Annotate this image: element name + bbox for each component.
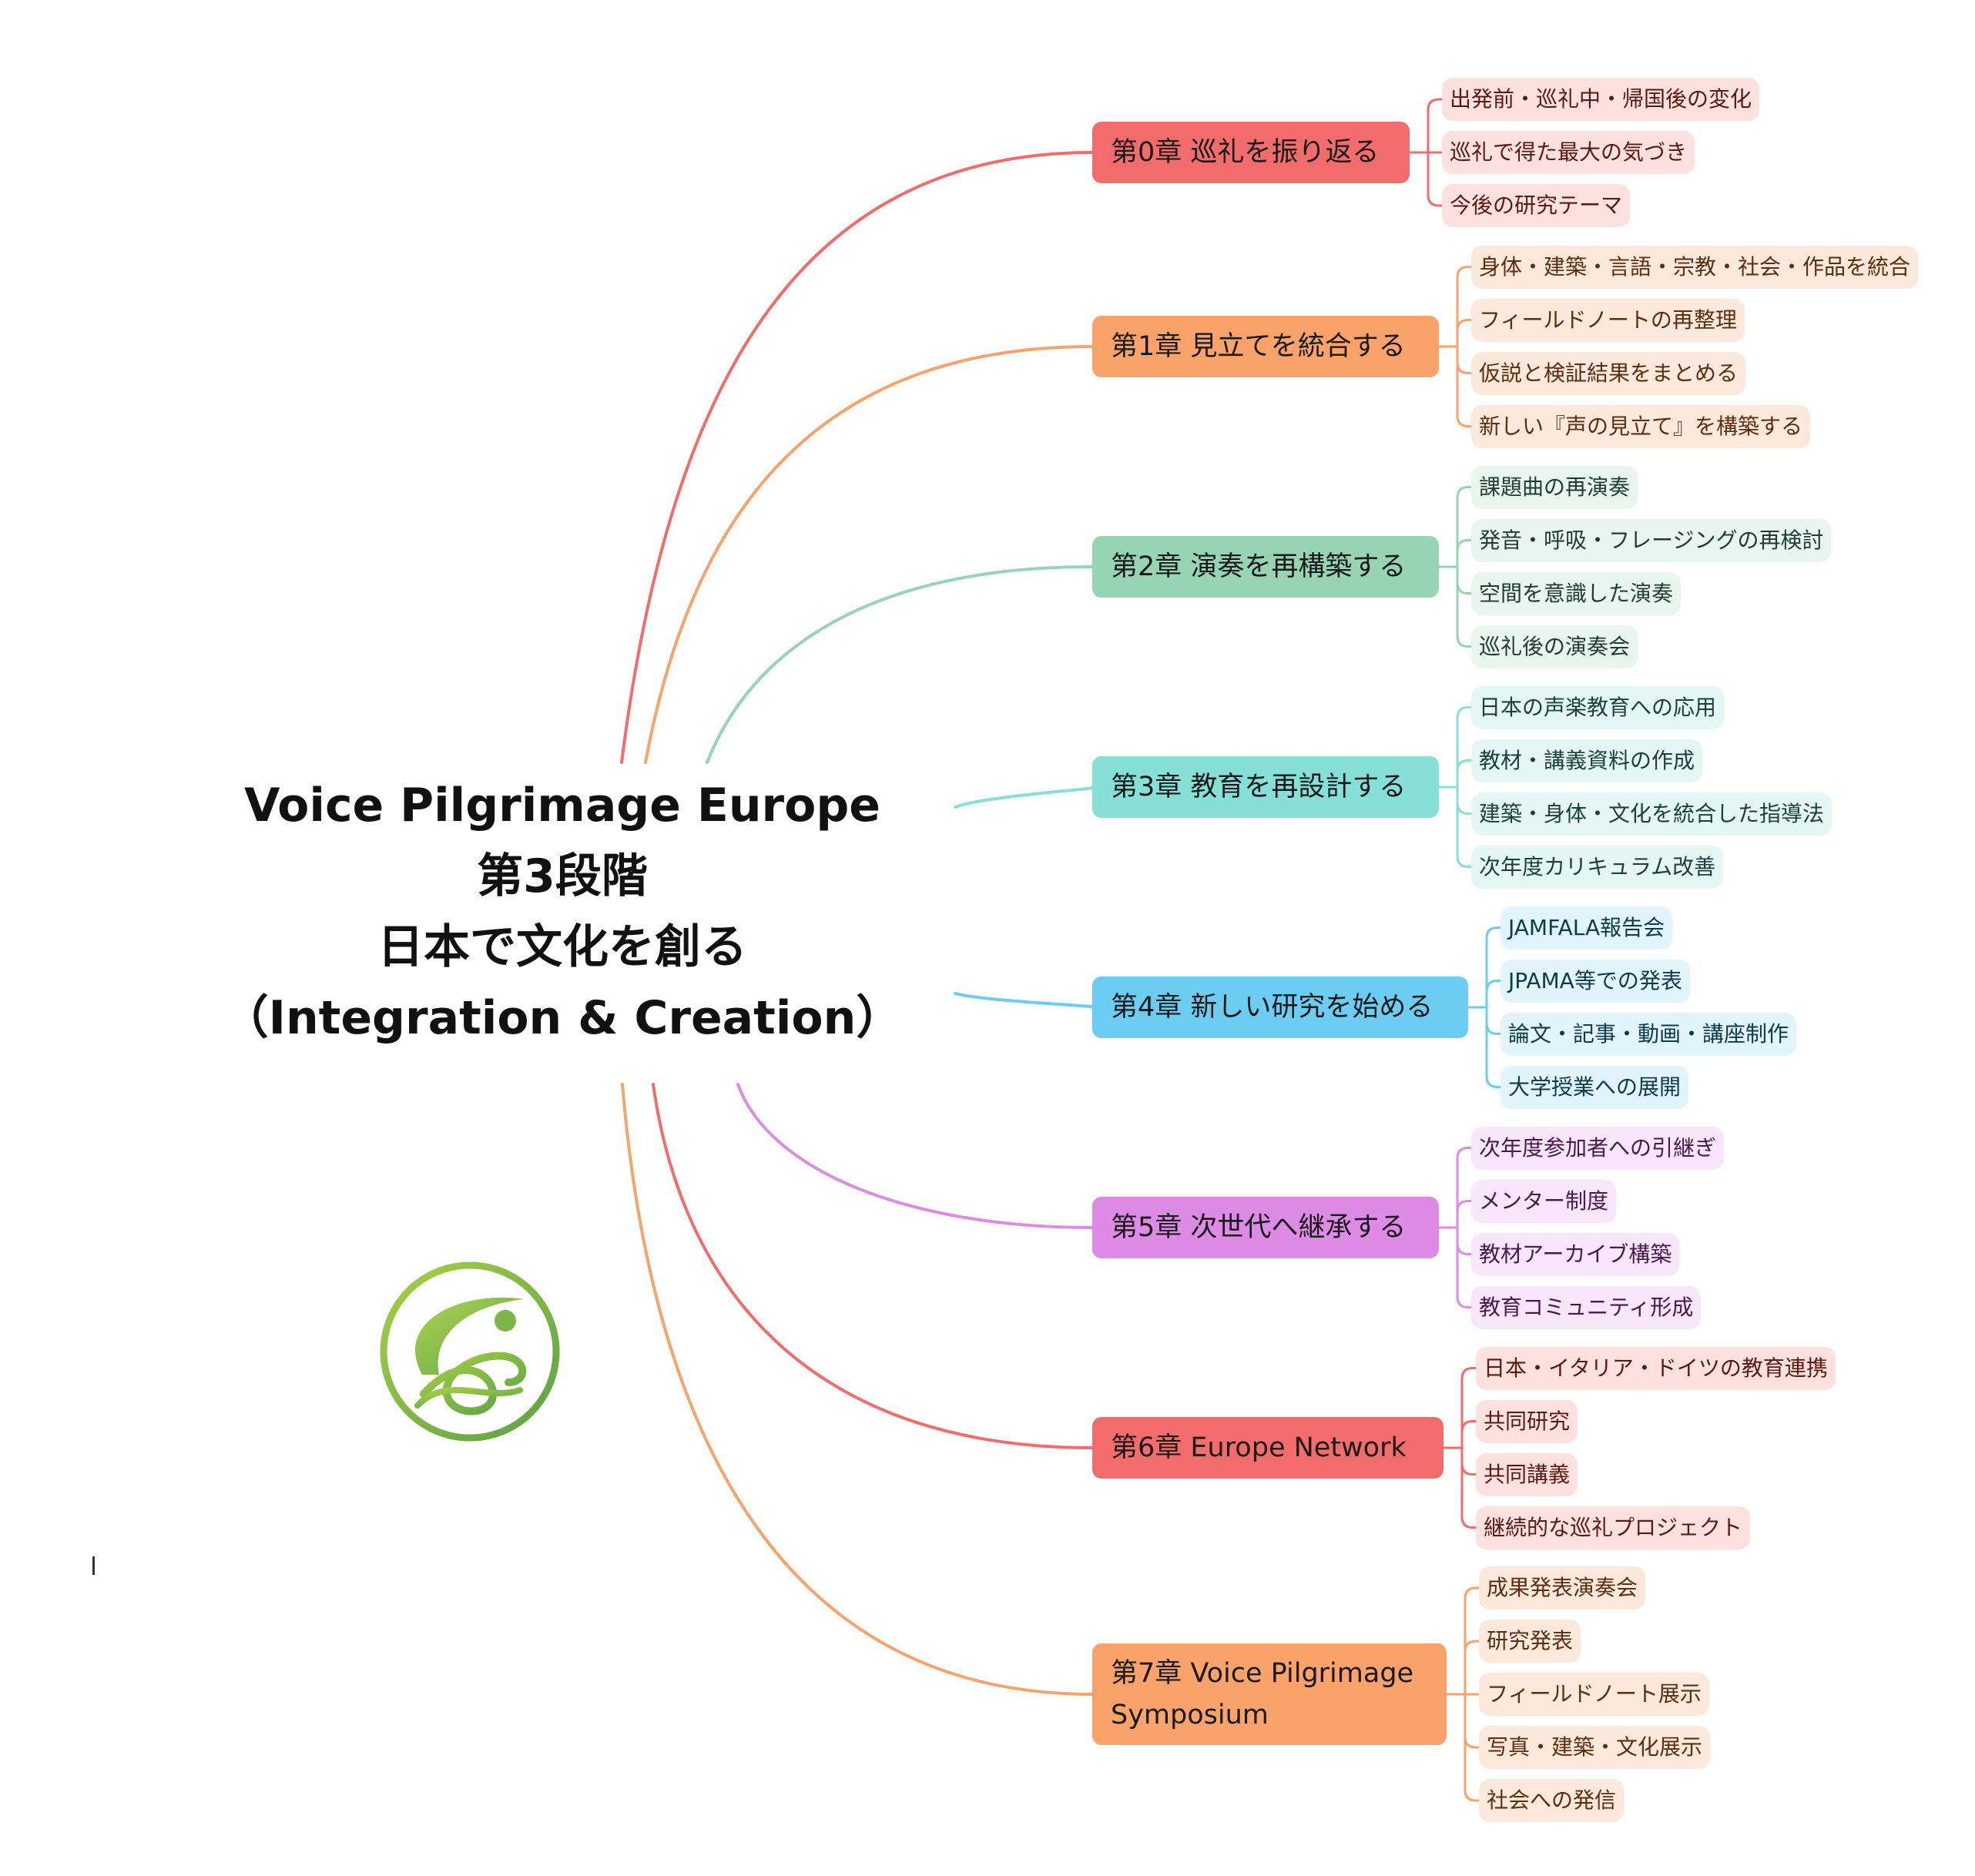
chapter-node-2[interactable]: 第2章 演奏を再構築する (1092, 536, 1439, 598)
leaf-node[interactable]: 身体・建築・言語・宗教・社会・作品を統合 (1471, 245, 1919, 289)
chapter-label: 第2章 演奏を再構築する (1111, 551, 1407, 582)
leaf-link (1485, 1006, 1505, 1088)
leaf-link (1460, 1446, 1480, 1529)
leaf-node[interactable]: 次年度カリキュラム改善 (1471, 845, 1724, 889)
leaf-link (1456, 319, 1476, 348)
leaf-link (1456, 759, 1476, 789)
chapter-link (954, 786, 1099, 809)
chapter-node-3[interactable]: 第3章 教育を再設計する (1092, 756, 1439, 818)
chapter-label: 第6章 Europe Network (1111, 1432, 1407, 1463)
leaf-link (1456, 1226, 1476, 1308)
leaf-link (1427, 98, 1447, 154)
leaf-node[interactable]: 研究発表 (1479, 1620, 1581, 1663)
central-topic-line-4: （Integration & Creation） (222, 991, 903, 1045)
leaf-node[interactable]: 日本の声楽教育への応用 (1471, 685, 1725, 729)
leaf-node[interactable]: フィールドノートの再整理 (1471, 298, 1745, 342)
chapter-label: 第5章 次世代へ継承する (1111, 1212, 1407, 1243)
leaf-link (1456, 486, 1476, 568)
central-topic[interactable]: Voice Pilgrimage Europe 第3段階 日本で文化を創る （I… (200, 770, 924, 1054)
chapter-node-6[interactable]: 第6章 Europe Network (1092, 1417, 1444, 1479)
central-topic-line-3: 日本で文化を創る (377, 920, 747, 974)
leaf-node[interactable]: 教材・講義資料の作成 (1471, 739, 1703, 782)
central-topic-line-2: 第3段階 (477, 849, 648, 903)
leaf-link (1485, 980, 1505, 1009)
leaf-node[interactable]: JPAMA等での発表 (1501, 959, 1690, 1003)
leaf-node[interactable]: 大学授業への展開 (1501, 1065, 1689, 1109)
leaf-link (1485, 926, 1505, 1009)
leaf-node[interactable]: 巡礼で得た最大の気づき (1442, 131, 1695, 174)
leaf-node[interactable]: 教材アーカイブ構築 (1471, 1232, 1680, 1276)
leaf-link (1456, 786, 1476, 868)
voice-pilgrimage-logo-icon (380, 1261, 560, 1442)
chapter-link (706, 565, 1094, 764)
leaf-node[interactable]: 教育コミュニティ形成 (1471, 1285, 1702, 1329)
leaf-link (1464, 1640, 1484, 1696)
chapter-link (652, 1083, 1094, 1449)
leaf-link (1456, 565, 1476, 648)
leaf-node[interactable]: 論文・記事・動画・講座制作 (1501, 1012, 1797, 1056)
leaf-node[interactable]: 共同講義 (1476, 1452, 1578, 1496)
leaf-node[interactable]: フィールドノート展示 (1479, 1673, 1709, 1716)
leaf-link (1460, 1420, 1480, 1449)
leaf-node[interactable]: 社会への発信 (1479, 1779, 1625, 1822)
chapter-node-7[interactable]: 第7章 Voice Pilgrimage Symposium (1092, 1643, 1447, 1745)
leaf-link (1464, 1586, 1484, 1696)
chapter-link (620, 151, 1094, 764)
leaf-node[interactable]: 課題曲の再演奏 (1471, 465, 1638, 509)
chapter-node-4[interactable]: 第4章 新しい研究を始める (1092, 977, 1468, 1038)
leaf-node[interactable]: 仮説と検証結果をまとめる (1471, 351, 1746, 395)
leaf-node[interactable]: 建築・身体・文化を統合した指導法 (1471, 792, 1832, 836)
chapter-node-1[interactable]: 第1章 見立てを統合する (1092, 316, 1439, 377)
chapter-label: 第3章 教育を再設計する (1111, 772, 1407, 802)
leaf-link (1464, 1693, 1484, 1802)
chapter-label: 第7章 Voice Pilgrimage Symposium (1111, 1658, 1414, 1730)
leaf-link (1456, 1147, 1476, 1229)
leaf-node[interactable]: 出発前・巡礼中・帰国後の変化 (1442, 78, 1760, 121)
chapter-label: 第4章 新しい研究を始める (1111, 992, 1433, 1023)
chapter-node-5[interactable]: 第5章 次世代へ継承する (1092, 1197, 1439, 1258)
leaf-node[interactable]: 今後の研究テーマ (1442, 184, 1631, 227)
chapter-link (621, 1083, 1094, 1696)
leaf-node[interactable]: 次年度参加者への引継ぎ (1471, 1126, 1725, 1170)
chapter-link (736, 1083, 1094, 1229)
leaf-node[interactable]: 継続的な巡礼プロジェクト (1476, 1506, 1751, 1549)
leaf-link (1456, 706, 1476, 789)
leaf-node[interactable]: 共同研究 (1476, 1399, 1578, 1443)
leaf-link (1456, 345, 1476, 427)
leaf-link (1456, 266, 1476, 348)
text-cursor-icon (92, 1556, 95, 1575)
chapter-label: 第1章 見立てを統合する (1111, 331, 1406, 362)
leaf-link (1427, 151, 1447, 207)
leaf-link (1456, 539, 1476, 568)
chapter-node-0[interactable]: 第0章 巡礼を振り返る (1092, 122, 1410, 183)
leaf-link (1456, 1200, 1476, 1229)
leaf-node[interactable]: 発音・呼吸・フレージングの再検討 (1471, 518, 1832, 562)
leaf-link (1460, 1367, 1480, 1449)
chapter-label: 第0章 巡礼を振り返る (1111, 137, 1380, 168)
chapter-link (954, 992, 1099, 1009)
chapter-link (644, 345, 1094, 764)
leaf-node[interactable]: 新しい『声の見立て』を構築する (1471, 404, 1811, 448)
leaf-node[interactable]: メンター制度 (1471, 1179, 1617, 1223)
leaf-node[interactable]: 写真・建築・文化展示 (1479, 1726, 1711, 1769)
central-topic-line-1: Voice Pilgrimage Europe (244, 779, 880, 832)
leaf-node[interactable]: 巡礼後の演奏会 (1471, 625, 1638, 668)
leaf-node[interactable]: JAMFALA報告会 (1501, 906, 1673, 950)
leaf-node[interactable]: 成果発表演奏会 (1479, 1566, 1646, 1610)
leaf-node[interactable]: 空間を意識した演奏 (1471, 571, 1682, 615)
leaf-node[interactable]: 日本・イタリア・ドイツの教育連携 (1476, 1346, 1836, 1390)
